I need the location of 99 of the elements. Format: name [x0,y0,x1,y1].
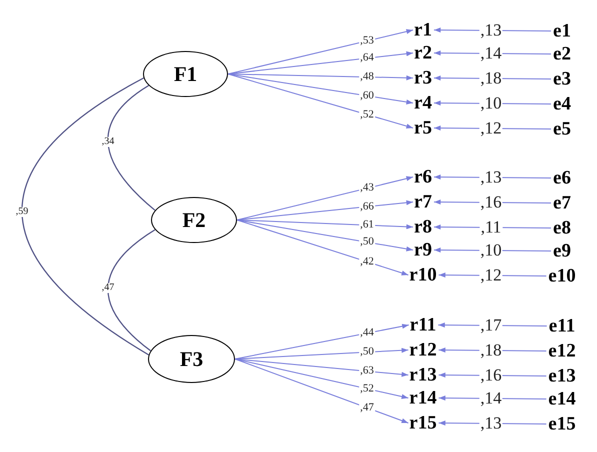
error-term-label: e8 [553,218,571,238]
error-arrow [438,272,547,278]
loading-value: ,66 [359,201,375,212]
loading-arrow [228,51,414,74]
error-term-label: e9 [553,242,571,260]
item-label: r4 [414,94,432,112]
loading-value: ,48 [359,72,375,82]
item-label: r13 [409,366,437,384]
error-term-label: e15 [548,414,576,434]
loading-arrow [234,358,409,424]
error-variance-value: ,10 [479,94,503,112]
error-term-label: e6 [553,168,571,188]
error-term-label: e11 [548,316,576,336]
error-term-label: e2 [553,44,571,64]
error-variance-value: ,13 [479,168,503,186]
item-label: r14 [409,388,437,408]
item-label: r2 [414,44,432,62]
error-term-label: e10 [548,266,576,286]
correlation-value: ,59 [14,207,30,217]
error-arrow [433,224,552,230]
loading-arrow [236,220,414,252]
correlation-value: ,47 [100,283,116,293]
error-variance-value: ,14 [479,44,503,62]
item-label: r8 [414,218,432,236]
factor-label: F1 [174,64,198,84]
item-label: r5 [414,118,432,138]
error-variance-value: ,13 [479,414,503,432]
error-arrow [433,28,552,33]
error-variance-value: ,16 [479,366,503,384]
error-variance-value: ,11 [480,218,502,236]
loading-value: ,64 [359,52,375,64]
error-term-label: e14 [548,390,576,408]
correlation-value: ,34 [100,137,116,147]
loading-value: ,52 [359,383,375,394]
item-label: r10 [409,266,437,284]
error-variance-value: ,12 [479,266,503,284]
correlation-arc [107,229,156,352]
loading-arrow [236,200,414,220]
loading-value: ,43 [359,182,375,194]
error-arrow [433,200,552,205]
loading-arrow [228,74,414,129]
error-term-label: e13 [548,366,576,386]
loading-value: ,50 [359,346,375,358]
error-variance-value: ,10 [479,242,503,259]
error-term-label: e12 [548,342,576,360]
error-variance-value: ,12 [479,120,503,137]
item-label: r9 [414,240,432,260]
error-variance-value: ,16 [479,194,503,211]
error-arrow [433,100,552,106]
loading-value: ,44 [359,328,375,339]
item-label: r15 [409,414,437,432]
loading-arrow [234,358,409,377]
factor-ellipse [151,197,237,243]
item-label: r7 [414,192,432,212]
error-arrow [433,248,552,253]
loading-value: ,63 [359,366,375,377]
error-term-label: e7 [553,194,571,212]
error-variance-value: ,17 [479,316,503,334]
item-label: r1 [414,20,432,40]
error-variance-value: ,18 [479,342,503,359]
error-arrow [438,348,547,353]
loading-value: ,53 [359,35,375,46]
error-term-label: e4 [553,94,571,114]
error-arrow [433,174,552,180]
error-term-label: e5 [553,120,571,138]
loading-value: ,52 [359,109,375,120]
error-variance-value: ,13 [479,22,503,39]
error-variance-value: ,14 [479,390,503,407]
item-label: r6 [414,168,432,186]
loading-arrow [234,348,409,360]
error-arrow [438,420,547,426]
item-label: r11 [410,316,436,334]
factor-label: F3 [180,348,204,370]
loading-arrow [236,220,409,276]
error-arrow [438,396,547,401]
factor-label: F2 [182,210,206,230]
loading-arrow [234,358,409,399]
loading-value: ,50 [359,236,375,248]
loading-value: ,60 [359,90,375,102]
loading-arrow [236,176,414,220]
loading-arrow [234,324,410,360]
correlation-arc [22,77,149,356]
error-arrow [438,322,548,328]
error-term-label: e1 [553,22,571,40]
factor-ellipse [143,51,228,97]
error-arrow [433,126,552,131]
loading-arrow [228,29,414,74]
loading-arrow [228,74,414,104]
loading-value: ,47 [359,402,375,414]
error-arrow [433,50,552,56]
loading-value: ,61 [359,220,375,231]
item-label: r12 [409,340,437,360]
error-term-label: e3 [553,70,571,88]
error-arrow [438,372,547,378]
item-label: r3 [414,68,432,88]
error-variance-value: ,18 [479,70,503,87]
loading-value: ,42 [359,256,375,268]
correlation-arc [107,85,156,211]
error-arrow [433,76,552,81]
